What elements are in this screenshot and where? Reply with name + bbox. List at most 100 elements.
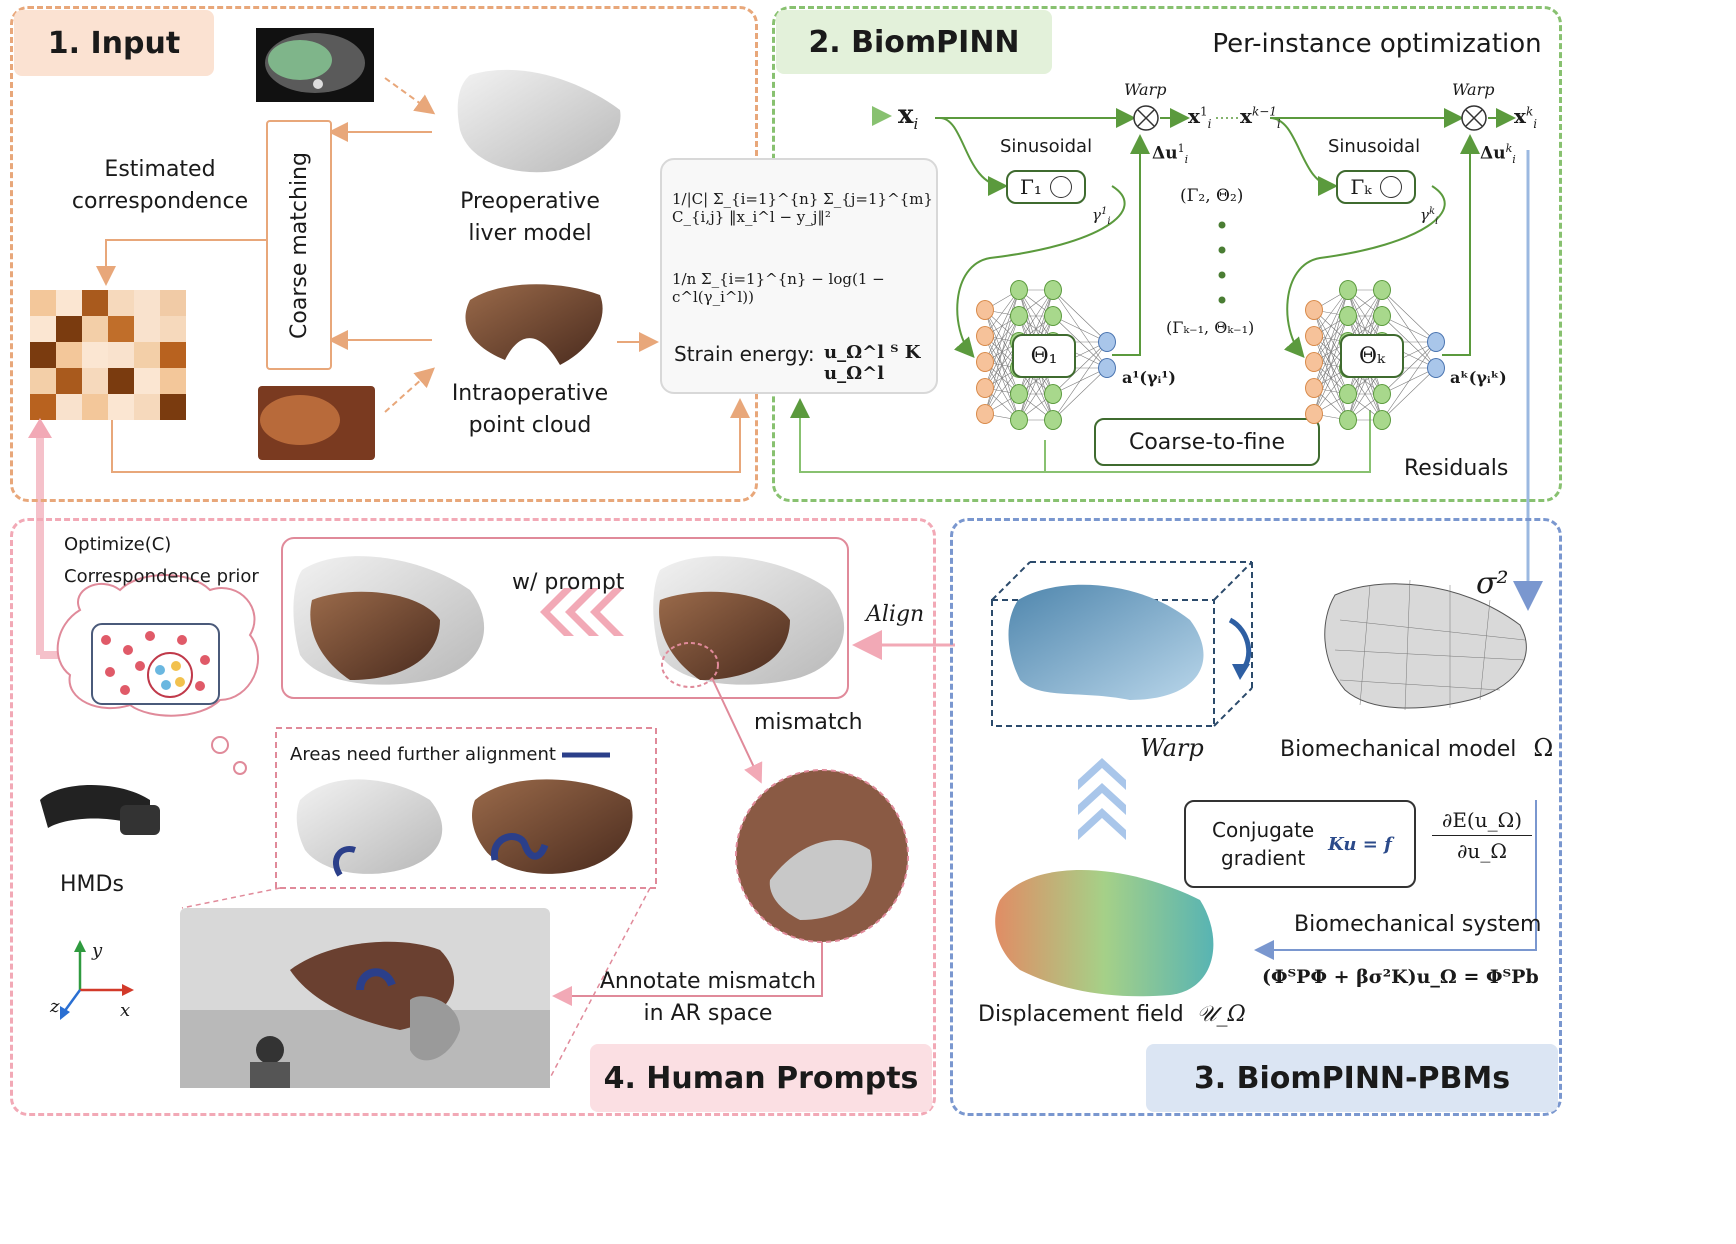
coarse-matching-label: Coarse matching <box>286 151 312 339</box>
w-prompt-label: w/ prompt <box>512 570 625 595</box>
gamma-i-1: γ1i <box>1092 206 1111 227</box>
panel-prompts <box>10 518 936 1116</box>
network-node <box>976 300 994 320</box>
warp-label-k: Warp <box>1452 80 1495 99</box>
loss-box: 1/|C| Σ_{i=1}^{n} Σ_{j=1}^{m} C_{i,j} ‖x… <box>660 158 938 394</box>
network-node <box>1098 358 1116 378</box>
delta-u-k: Δuki <box>1480 142 1516 167</box>
tag-input: 1. Input <box>14 10 214 76</box>
warp-label-1: Warp <box>1124 80 1167 99</box>
network-node <box>976 352 994 372</box>
sinusoidal-label-1: Sinusoidal <box>1000 136 1093 157</box>
gamma-1-box: Γ₁ <box>1006 170 1086 204</box>
biomech-model-label: Biomechanical model Ω <box>1280 734 1554 762</box>
intraop-cloud-image <box>465 284 603 365</box>
mismatch-label: mismatch <box>754 710 863 735</box>
intraop-label: Intraoperative point cloud <box>451 381 609 438</box>
network-node <box>1373 280 1391 300</box>
tag-biompinn: 2. BiomPINN <box>776 10 1052 74</box>
estimated-correspondence-label: Estimated correspondence <box>71 157 249 214</box>
sine-icon <box>1049 176 1072 198</box>
a-k: aᵏ(γᵢᵏ) <box>1450 368 1507 387</box>
hmds-label: HMDs <box>60 872 124 897</box>
left-chevrons <box>540 588 624 636</box>
network-node <box>1010 410 1028 430</box>
network-node <box>1305 404 1323 424</box>
network-node <box>1305 300 1323 320</box>
network-node <box>1373 306 1391 326</box>
system-arrow <box>1254 800 1537 960</box>
dE-fraction: ∂E(u_Ω) ∂u_Ω <box>1432 808 1532 863</box>
network-node <box>1305 352 1323 372</box>
conjugate-gradient-box: Conjugate gradient Ku = f <box>1184 800 1416 888</box>
sigma-label: σ² <box>1476 566 1509 601</box>
up-chevrons <box>1078 758 1126 840</box>
hmd-icon <box>40 785 160 835</box>
network-node <box>1044 410 1062 430</box>
warped-liver-image <box>1008 584 1204 700</box>
annotate-label: Annotate mismatch in AR space <box>599 969 817 1026</box>
displacement-field-image <box>995 870 1214 997</box>
prompt-liver-image <box>296 779 443 874</box>
strain-formula: u_Ω^l ᵀ K u_Ω^l <box>824 342 921 384</box>
correspondence-matrix <box>30 290 186 420</box>
network-node <box>1339 410 1357 430</box>
preop-label: Preoperative liver model <box>460 189 600 246</box>
x-i-1: x1i <box>1188 104 1212 131</box>
theta-1-box: Θ₁ <box>1012 334 1076 378</box>
video-to-cloud-arrow <box>384 367 435 413</box>
network-node <box>1373 410 1391 430</box>
corr-prior-label: Correspondence prior <box>64 566 259 587</box>
system-equation: (ΦᵀPΦ + βσ²K)u_Ω = ΦᵀPb <box>1262 966 1539 988</box>
axis-y: y <box>92 940 103 961</box>
residuals-arrow <box>790 398 1371 473</box>
tag-pbm: 3. BiomPINN-PBMs <box>1146 1044 1558 1112</box>
coarse-matching-box: Coarse matching <box>266 120 332 370</box>
network-node <box>1339 384 1357 404</box>
pair-2: (Γ₂, Θ₂) <box>1180 186 1244 206</box>
gamma-i-k: γki <box>1420 206 1439 227</box>
network-node <box>1373 384 1391 404</box>
x-i-k: xki <box>1514 104 1538 131</box>
displacement-label: Displacement field 𝒰_Ω <box>978 1002 1246 1027</box>
network-node <box>1044 306 1062 326</box>
coarse-to-fine-box: Coarse-to-fine <box>1094 418 1320 466</box>
network-node <box>1427 332 1445 352</box>
optimize-label: Optimize(C) <box>64 534 172 555</box>
network-node <box>1339 306 1357 326</box>
panel-pbm <box>950 518 1562 1116</box>
axes-icon <box>60 940 134 1020</box>
network-node <box>1339 280 1357 300</box>
network-node <box>1044 280 1062 300</box>
gamma-k-box: Γₖ <box>1336 170 1416 204</box>
delta-u-1: Δu1i <box>1152 142 1189 167</box>
residuals-label: Residuals <box>1404 456 1509 481</box>
tag-prompts: 4. Human Prompts <box>590 1044 932 1112</box>
align-label: Align <box>866 602 925 627</box>
network-node <box>1098 332 1116 352</box>
matching-to-correspondence-arrow <box>96 239 266 286</box>
correspondence-to-loss-arrow <box>111 398 750 473</box>
sine-icon <box>1379 176 1402 198</box>
pair-k-1: (Γₖ₋₁, Θₖ₋₁) <box>1166 318 1255 337</box>
theta-k-box: Θₖ <box>1340 334 1404 378</box>
network-node <box>1305 378 1323 398</box>
loss-correspondence: 1/|C| Σ_{i=1}^{n} Σ_{j=1}^{m} C_{i,j} ‖x… <box>672 190 933 226</box>
network-node <box>976 326 994 346</box>
network-node <box>1427 358 1445 378</box>
biompinn-subtitle: Per-instance optimization <box>1212 29 1542 59</box>
network-node <box>976 404 994 424</box>
areas-need-label: Areas need further alignment <box>290 744 556 765</box>
loss-confidence: 1/n Σ_{i=1}^{n} − log(1 − c^l(γ_i^l)) <box>672 270 885 306</box>
warp-label-pbm: Warp <box>1140 734 1204 762</box>
axis-x: x <box>120 1000 131 1021</box>
x-i: xi <box>898 100 919 134</box>
network-node <box>1044 384 1062 404</box>
network-node <box>976 378 994 398</box>
biomech-mesh-image <box>1324 583 1527 709</box>
biomech-system-label: Biomechanical system <box>1294 912 1542 937</box>
network-node <box>1010 384 1028 404</box>
diagram-canvas <box>28 28 1543 1088</box>
a-1: a¹(γᵢ¹) <box>1122 368 1176 387</box>
network-node <box>1305 326 1323 346</box>
